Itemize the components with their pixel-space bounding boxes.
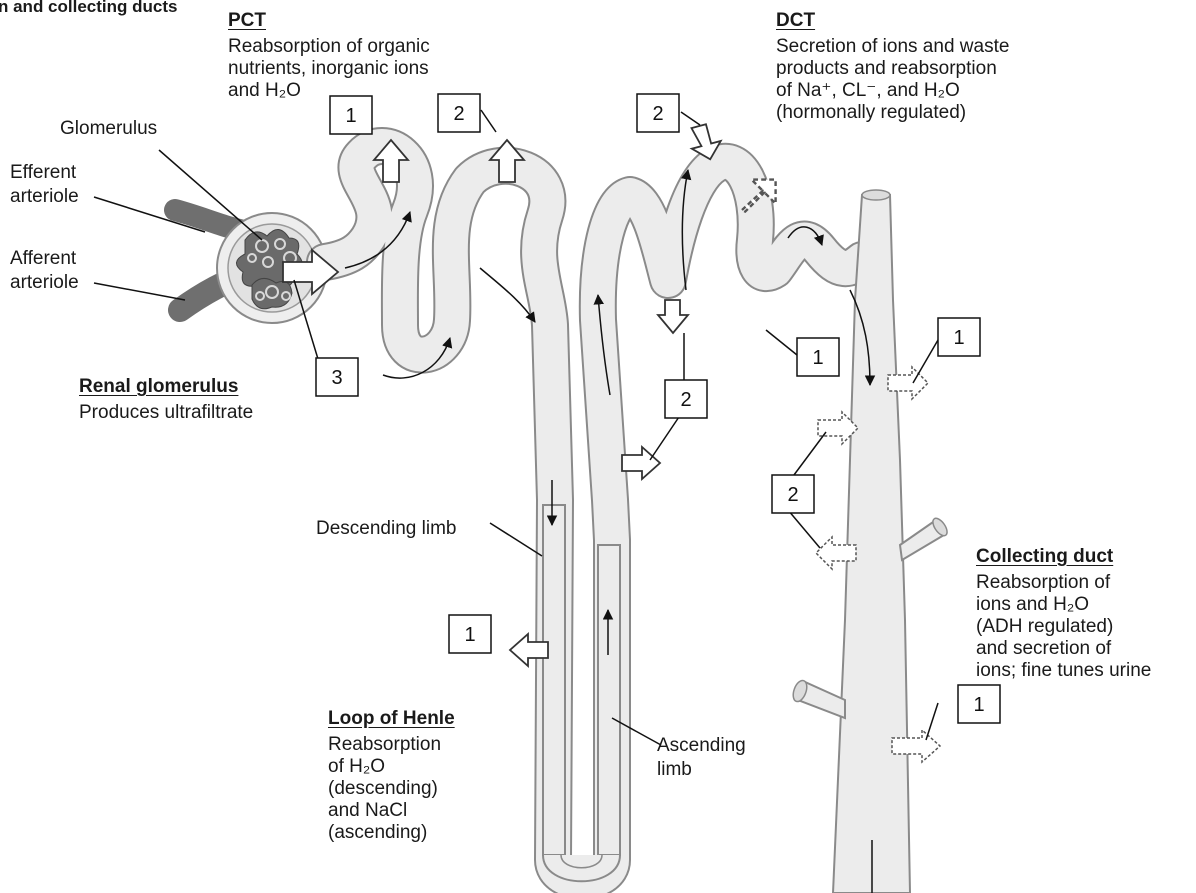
svg-text:1: 1 [812,347,823,369]
pct-line-3: and H₂O [228,80,430,102]
dct-line-4: (hormonally regulated) [776,102,1009,124]
svg-text:1: 1 [464,624,475,646]
collecting-heading: Collecting duct [976,546,1151,568]
svg-text:2: 2 [787,484,798,506]
svg-text:2: 2 [652,103,663,125]
svg-text:3: 3 [331,367,342,389]
loop-line-4: and NaCl [328,800,455,822]
collecting-duct-annotation: Collecting duct Reabsorption of ions and… [976,546,1151,682]
dct-line-2: products and reabsorption [776,58,1009,80]
loop-line-5: (ascending) [328,822,455,844]
pct-annotation: PCT Reabsorption of organic nutrients, i… [228,10,430,102]
pct-line-1: Reabsorption of organic [228,36,430,58]
label-descending-limb: Descending limb [316,518,456,540]
glomerulus-line-1: Produces ultrafiltrate [79,402,253,424]
svg-text:2: 2 [680,389,691,411]
box-dct-1: 1 [797,338,839,376]
box-dct-2: 2 [637,94,679,132]
svg-text:1: 1 [953,327,964,349]
loop-line-2: of H₂O [328,756,455,778]
label-afferent-2: arteriole [10,272,79,294]
label-ascending-2: limb [657,759,692,781]
collecting-line-3: (ADH regulated) [976,616,1151,638]
label-efferent-2: arteriole [10,186,79,208]
dct-line-3: of Na⁺, CL⁻, and H₂O [776,80,1009,102]
dct-heading: DCT [776,10,1009,32]
collecting-line-2: ions and H₂O [976,594,1151,616]
figure-title: n and collecting ducts [0,0,177,18]
collecting-line-5: ions; fine tunes urine [976,660,1151,682]
svg-text:2: 2 [453,103,464,125]
label-ascending-1: Ascending [657,735,746,757]
svg-text:1: 1 [973,694,984,716]
box-duct-2: 2 [772,475,814,513]
label-afferent-1: Afferent [10,248,76,270]
box-duct-1-bottom: 1 [958,685,1000,723]
loop-line-3: (descending) [328,778,455,800]
dct-line-1: Secretion of ions and waste [776,36,1009,58]
box-ascending-2: 2 [665,380,707,418]
loop-line-1: Reabsorption [328,734,455,756]
pct-heading: PCT [228,10,430,32]
box-pct-2: 2 [438,94,480,132]
label-efferent-1: Efferent [10,162,76,184]
svg-text:1: 1 [345,105,356,127]
pct-line-2: nutrients, inorganic ions [228,58,430,80]
glomerulus-heading: Renal glomerulus [79,376,253,398]
collecting-line-4: and secretion of [976,638,1151,660]
loop-annotation: Loop of Henle Reabsorption of H₂O (desce… [328,708,455,844]
label-glomerulus: Glomerulus [60,118,157,140]
box-descending-1: 1 [449,615,491,653]
loop-heading: Loop of Henle [328,708,455,730]
collecting-line-1: Reabsorption of [976,572,1151,594]
dct-annotation: DCT Secretion of ions and waste products… [776,10,1009,124]
box-glomerulus-3: 3 [316,358,358,396]
box-duct-1-top: 1 [938,318,980,356]
glomerulus-annotation: Renal glomerulus Produces ultrafiltrate [79,376,253,424]
